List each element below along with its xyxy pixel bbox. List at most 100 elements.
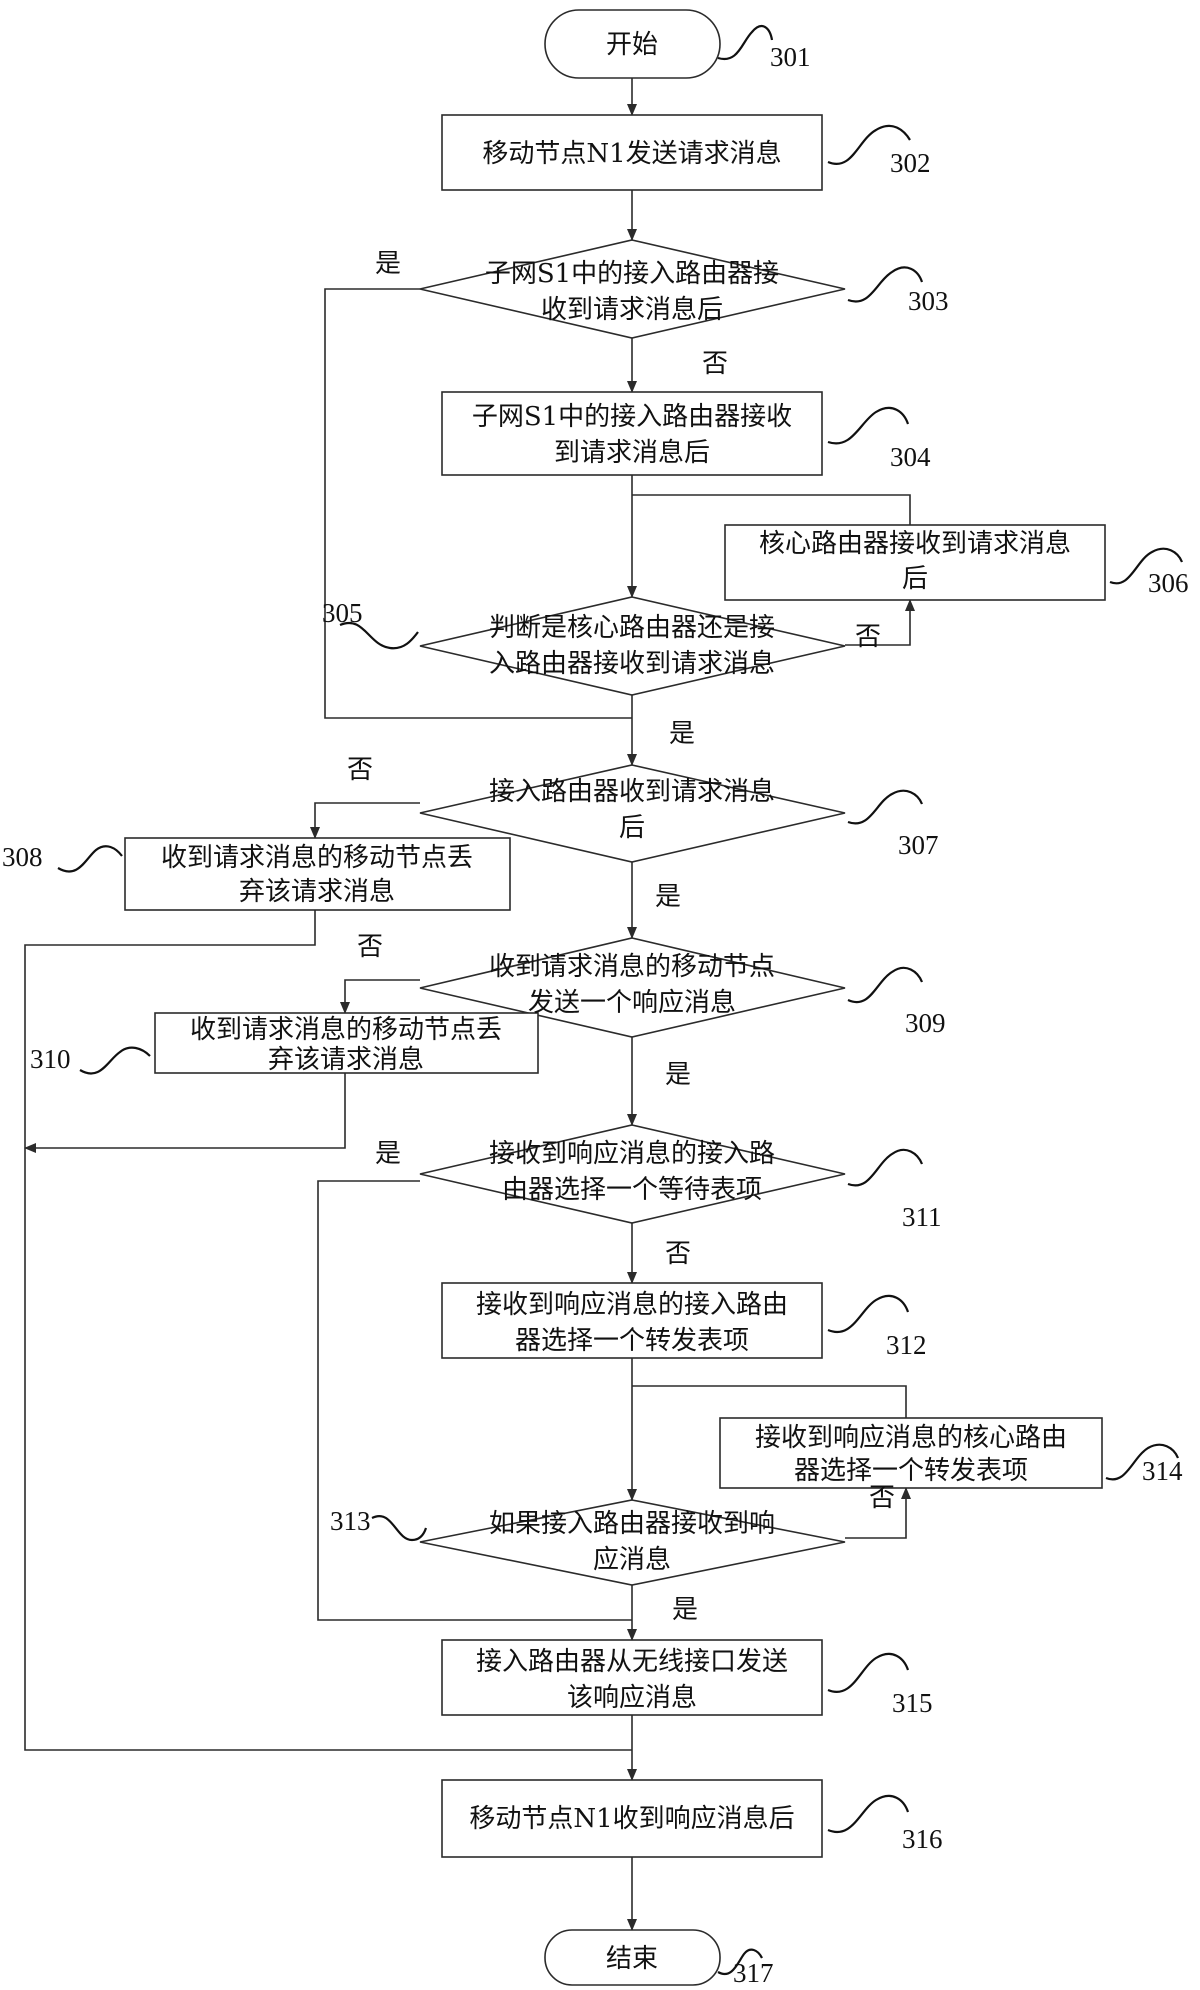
decision-307	[419, 764, 846, 863]
step-312-line2: 器选择一个转发表项	[515, 1326, 749, 1356]
arrow-313-314-no	[845, 1487, 911, 1539]
label-305-yes: 是	[669, 719, 695, 749]
step-311-line2: 由器选择一个等待表项	[502, 1175, 762, 1205]
step-303-line2: 收到请求消息后	[541, 295, 723, 325]
box-308	[124, 837, 511, 911]
label-307-yes: 是	[655, 882, 681, 912]
box-316	[441, 1779, 823, 1858]
step-305-line1: 判断是核心路由器还是接	[489, 613, 775, 643]
squiggle-316	[827, 1794, 910, 1834]
step-313-line2: 应消息	[593, 1545, 671, 1575]
label-307-no: 否	[347, 755, 373, 785]
squiggle-304	[827, 406, 910, 445]
decision-311	[419, 1124, 846, 1224]
step-307-line1: 接入路由器收到请求消息	[489, 777, 775, 807]
step-310-line2: 弃该请求消息	[268, 1045, 424, 1075]
ref-313: 313	[330, 1506, 371, 1536]
ref-306: 306	[1148, 568, 1189, 598]
box-315	[441, 1639, 823, 1716]
step-307-line2: 后	[619, 813, 645, 843]
end-label: 结束	[606, 1944, 658, 1974]
ref-307: 307	[898, 830, 939, 860]
ref-305: 305	[322, 598, 363, 628]
line-308-to-316	[24, 910, 632, 1751]
step-306-line2: 后	[902, 564, 928, 594]
label-311-no: 否	[665, 1239, 691, 1269]
label-311-yes: 是	[375, 1139, 401, 1169]
step-306-line1: 核心路由器接收到请求消息	[759, 529, 1071, 559]
end-terminal	[544, 1929, 721, 1986]
step-309-line1: 收到请求消息的移动节点	[489, 952, 775, 982]
step-314-line1: 接收到响应消息的核心路由	[755, 1423, 1067, 1453]
squiggle-302	[827, 124, 911, 165]
line-311-yes-bypass	[317, 1180, 632, 1621]
step-313-line1: 如果接入路由器接收到响	[489, 1509, 775, 1539]
label-303-no: 否	[702, 349, 728, 379]
ref-304: 304	[890, 442, 931, 472]
step-303-line1: 子网S1中的接入路由器接	[485, 259, 779, 289]
squiggle-313	[371, 1515, 428, 1542]
label-305-no: 否	[855, 622, 881, 652]
squiggle-311	[847, 1148, 924, 1187]
label-313-yes: 是	[672, 1595, 698, 1625]
decision-305	[419, 596, 846, 696]
step-305-line2: 入路由器接收到请求消息	[489, 649, 775, 679]
step-309-line2: 发送一个响应消息	[528, 988, 736, 1018]
line-303-yes-bypass	[324, 288, 632, 719]
ref-311: 311	[902, 1202, 942, 1232]
step-311-line1: 接收到响应消息的接入路	[489, 1139, 775, 1169]
box-314	[719, 1417, 1103, 1489]
step-315-line2: 该响应消息	[567, 1683, 697, 1713]
line-304-306	[632, 494, 911, 525]
ref-317: 317	[733, 1958, 774, 1988]
step-312-line1: 接收到响应消息的接入路由	[476, 1290, 788, 1320]
step-314-line2: 器选择一个转发表项	[794, 1456, 1028, 1486]
arrow-305-306-no	[845, 599, 915, 646]
ref-315: 315	[892, 1688, 933, 1718]
ref-301: 301	[770, 42, 811, 72]
box-312	[441, 1282, 823, 1359]
squiggle-317	[717, 1948, 763, 1975]
squiggle-301	[717, 25, 774, 61]
squiggle-306	[1109, 547, 1184, 585]
box-304	[441, 391, 823, 476]
ref-312: 312	[886, 1330, 927, 1360]
line-312-314	[632, 1385, 907, 1418]
reference-squiggles	[57, 25, 1184, 1975]
step-304-line1: 子网S1中的接入路由器接收	[472, 402, 792, 432]
label-313-no: 否	[869, 1483, 895, 1513]
squiggle-315	[827, 1652, 910, 1693]
squiggle-303	[847, 266, 924, 303]
squiggle-314	[1105, 1443, 1180, 1481]
start-label: 开始	[606, 30, 658, 60]
step-310-line1: 收到请求消息的移动节点丢	[190, 1015, 502, 1045]
squiggle-309	[847, 966, 924, 1004]
ref-310: 310	[30, 1044, 71, 1074]
squiggle-305	[339, 621, 419, 650]
label-309-yes: 是	[665, 1060, 691, 1090]
ref-309: 309	[905, 1008, 946, 1038]
step-308-line2: 弃该请求消息	[239, 877, 395, 907]
box-302	[441, 114, 823, 191]
label-303-yes: 是	[375, 249, 401, 279]
start-terminal	[544, 9, 721, 79]
step-316-label: 移动节点N1收到响应消息后	[469, 1804, 794, 1834]
decision-303	[419, 239, 846, 339]
ref-308: 308	[2, 842, 43, 872]
squiggle-308	[57, 845, 123, 873]
squiggle-310	[79, 1046, 151, 1075]
squiggle-312	[827, 1294, 910, 1334]
decision-313	[419, 1499, 846, 1586]
arrow-307-308-no	[310, 802, 420, 839]
label-309-no: 否	[357, 932, 383, 962]
ref-314: 314	[1142, 1456, 1183, 1486]
step-302-label: 移动节点N1发送请求消息	[482, 139, 781, 169]
box-310	[154, 1012, 539, 1074]
ref-302: 302	[890, 148, 931, 178]
arrow-310-to-trunk	[24, 1073, 346, 1153]
ref-316: 316	[902, 1824, 943, 1854]
box-306	[724, 524, 1106, 601]
step-304-line2: 到请求消息后	[554, 438, 710, 468]
